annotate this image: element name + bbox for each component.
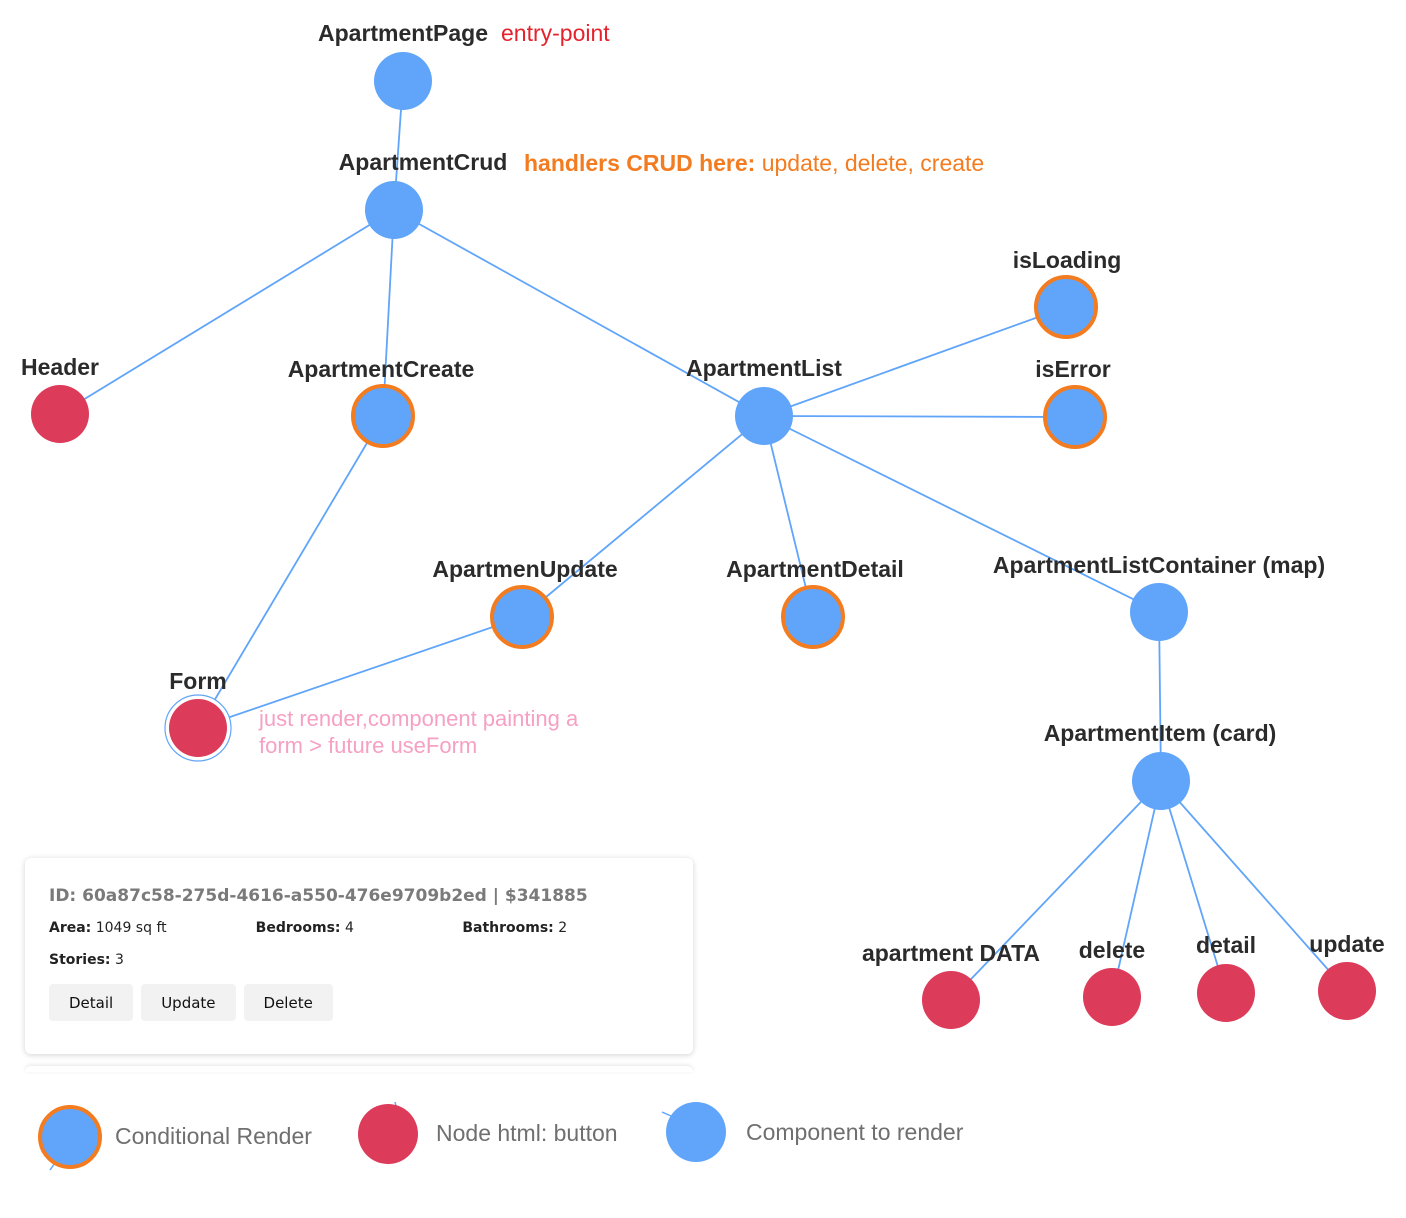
delete-node: [1083, 968, 1141, 1026]
form-note-line-1: just render,component painting a: [258, 706, 579, 731]
apartment-data-node: [922, 971, 980, 1029]
is-loading-node: [1034, 275, 1098, 339]
apartment-crud-node: [365, 181, 423, 239]
is-error-node: [1043, 385, 1107, 449]
apartment-list-container-label: ApartmentListContainer (map): [993, 552, 1325, 578]
legend-conditional-swatch: [38, 1105, 102, 1169]
edge-apartment-item-to-update: [1160, 780, 1348, 992]
apartment-page-node: [374, 52, 432, 110]
apartment-item-label: ApartmentItem (card): [1044, 720, 1277, 746]
apartment-item-node: [1132, 752, 1190, 810]
card-stories-label: Stories:: [49, 952, 111, 968]
card-bathrooms-label: Bathrooms:: [462, 920, 554, 936]
next-card-edge: [25, 1066, 693, 1072]
detail-label: detail: [1196, 932, 1256, 958]
legend-button-label: Node html: button: [436, 1120, 618, 1146]
crud-handlers-note-rest: update, delete, create: [755, 150, 984, 176]
apartment-list-label: ApartmentList: [686, 355, 842, 381]
edge-apartment-list-to-is-error: [763, 415, 1076, 418]
card-bedrooms-label: Bedrooms:: [255, 920, 341, 936]
form-note-line-2: form > future useForm: [259, 733, 477, 758]
edge-apartmen-update-to-form: [197, 616, 523, 729]
edge-apartment-list-to-apartmen-update: [521, 415, 765, 618]
card-stories-row: Stories: 3: [49, 952, 669, 968]
diagram-nodes: [31, 52, 1376, 1029]
apartment-crud-label: ApartmentCrud: [339, 149, 508, 175]
edge-apartment-list-to-apartment-detail: [763, 415, 814, 618]
edge-apartment-crud-to-apartment-list: [393, 209, 765, 417]
card-area-label: Area:: [49, 920, 92, 936]
edge-apartment-create-to-form: [197, 415, 384, 729]
card-stories-value: 3: [110, 952, 124, 968]
apartment-detail-node: [781, 585, 845, 649]
edge-apartment-list-to-apartment-list-container: [763, 415, 1160, 613]
edge-apartment-item-to-detail: [1160, 780, 1227, 994]
card-actions: Detail Update Delete: [49, 984, 669, 1021]
apartment-data-label: apartment DATA: [862, 940, 1040, 966]
is-error-label: isError: [1035, 356, 1110, 382]
form-label: Form: [169, 668, 227, 694]
apartment-list-container-node: [1130, 583, 1188, 641]
card-area-value: 1049 sq ft: [91, 920, 167, 936]
delete-button[interactable]: Delete: [243, 984, 333, 1021]
apartment-create-node: [351, 384, 415, 448]
legend-button-swatch: [358, 1104, 418, 1164]
apartment-list-node: [735, 387, 793, 445]
update-button[interactable]: Update: [141, 984, 236, 1021]
card-bathrooms-value: 2: [553, 920, 568, 936]
header-label: Header: [21, 354, 99, 380]
legend-component-swatch: [666, 1102, 726, 1162]
update-label: update: [1309, 931, 1384, 957]
card-bedrooms: Bedrooms: 4: [256, 920, 463, 936]
apartmen-update-node: [490, 585, 554, 649]
detail-button[interactable]: Detail: [49, 984, 134, 1021]
is-loading-label: isLoading: [1013, 247, 1122, 273]
legend-conditional-label: Conditional Render: [115, 1123, 312, 1149]
update-node: [1318, 962, 1376, 1020]
card-stories: Stories: 3: [49, 952, 258, 968]
edge-apartment-list-to-is-loading: [763, 306, 1067, 417]
apartment-page-label: ApartmentPage: [318, 20, 488, 46]
edge-apartment-item-to-apartment-data: [950, 780, 1162, 1001]
header-node: [31, 385, 89, 443]
crud-handlers-note-bold: handlers CRUD here:: [524, 150, 755, 176]
card-details-row: Area: 1049 sq ft Bedrooms: 4 Bathrooms: …: [49, 920, 669, 936]
crud-handlers-note: handlers CRUD here: update, delete, crea…: [524, 150, 984, 176]
card-title: ID: 60a87c58-275d-4616-a550-476e9709b2ed…: [49, 886, 588, 906]
apartment-card: ID: 60a87c58-275d-4616-a550-476e9709b2ed…: [25, 858, 693, 1054]
card-bedrooms-value: 4: [340, 920, 354, 936]
detail-node: [1197, 964, 1255, 1022]
entry-point-note: entry-point: [501, 20, 610, 46]
form-node: [169, 699, 227, 757]
legend-component-label: Component to render: [746, 1119, 964, 1145]
edge-apartment-crud-to-header: [59, 209, 395, 415]
edge-apartment-crud-to-apartment-create: [382, 209, 395, 417]
apartment-detail-label: ApartmentDetail: [726, 556, 904, 582]
apartmen-update-label: ApartmenUpdate: [432, 556, 617, 582]
edge-apartment-item-to-delete: [1111, 780, 1162, 998]
card-bathrooms: Bathrooms: 2: [462, 920, 669, 936]
card-area: Area: 1049 sq ft: [49, 920, 256, 936]
delete-label: delete: [1079, 937, 1145, 963]
apartment-create-label: ApartmentCreate: [288, 356, 475, 382]
